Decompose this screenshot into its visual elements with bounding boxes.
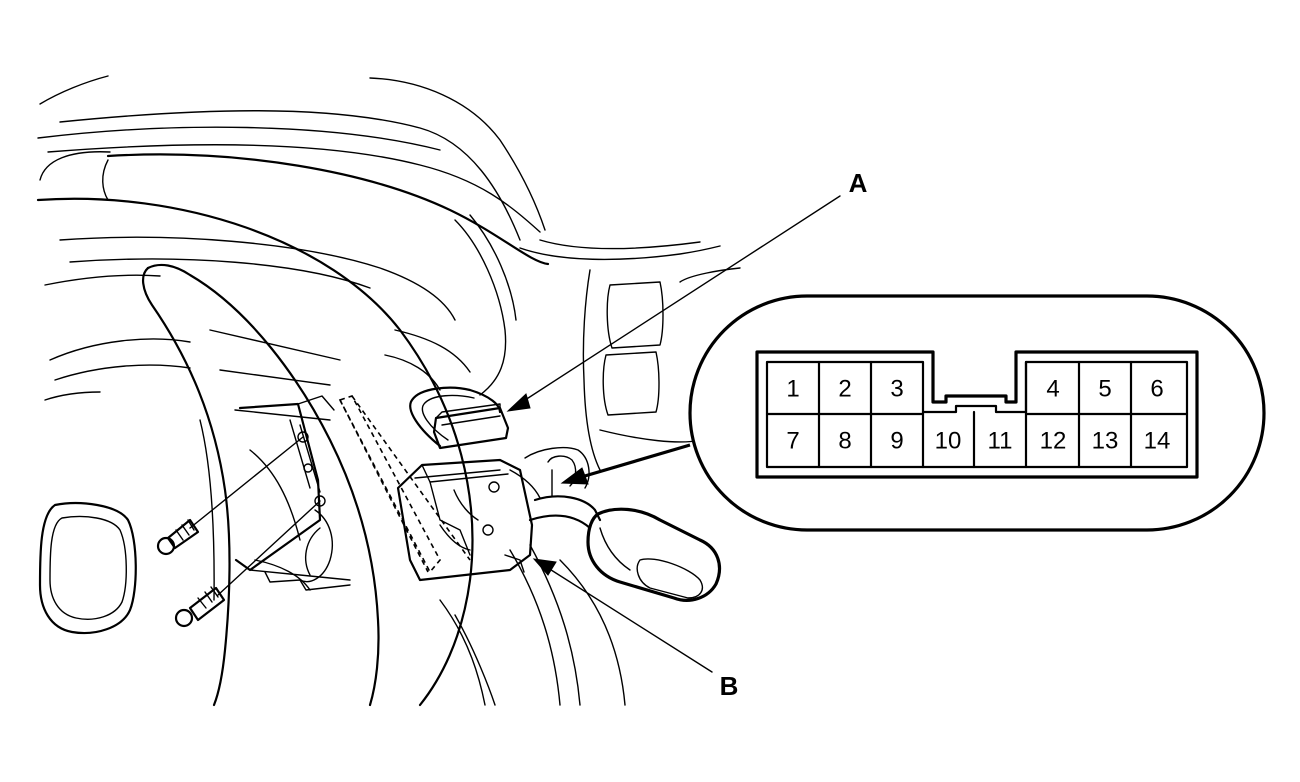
connector-pin-label: 12 [1040,428,1067,455]
steering-wheel [36,197,474,707]
connector-pin-label: 5 [1098,376,1111,403]
harness-connector-a [409,386,510,450]
leader-a [506,195,841,412]
connector-pin-label: 3 [890,376,903,403]
connector-pin-label: 1 [786,376,799,403]
switch-lever [528,495,722,602]
connector-pin-label: 4 [1046,376,1059,403]
screw-lower [174,500,321,628]
connector-pin-label: 13 [1092,428,1119,455]
connector-pin-label: 9 [890,428,903,455]
connector-pin-label: 11 [988,428,1013,455]
switch-cover-dashed [338,395,471,574]
detail-bubble-outline [688,294,1266,532]
connector-pin-label: 14 [1144,428,1171,455]
callout-label-a: A [849,168,868,198]
connector-pin-label: 8 [838,428,851,455]
connector-pin-label: 6 [1150,376,1163,403]
leader-b [532,558,713,673]
connector-pin-label: 7 [786,428,799,455]
dashboard-outline [37,75,741,706]
connector-face-outline [755,350,1199,479]
leader-connector-view [560,443,691,485]
connector-pin-label: 10 [935,428,962,455]
column-bracket [234,395,351,591]
screw-upper [156,436,304,556]
connector-pin-label: 2 [838,376,851,403]
callout-label-b: B [720,671,739,701]
